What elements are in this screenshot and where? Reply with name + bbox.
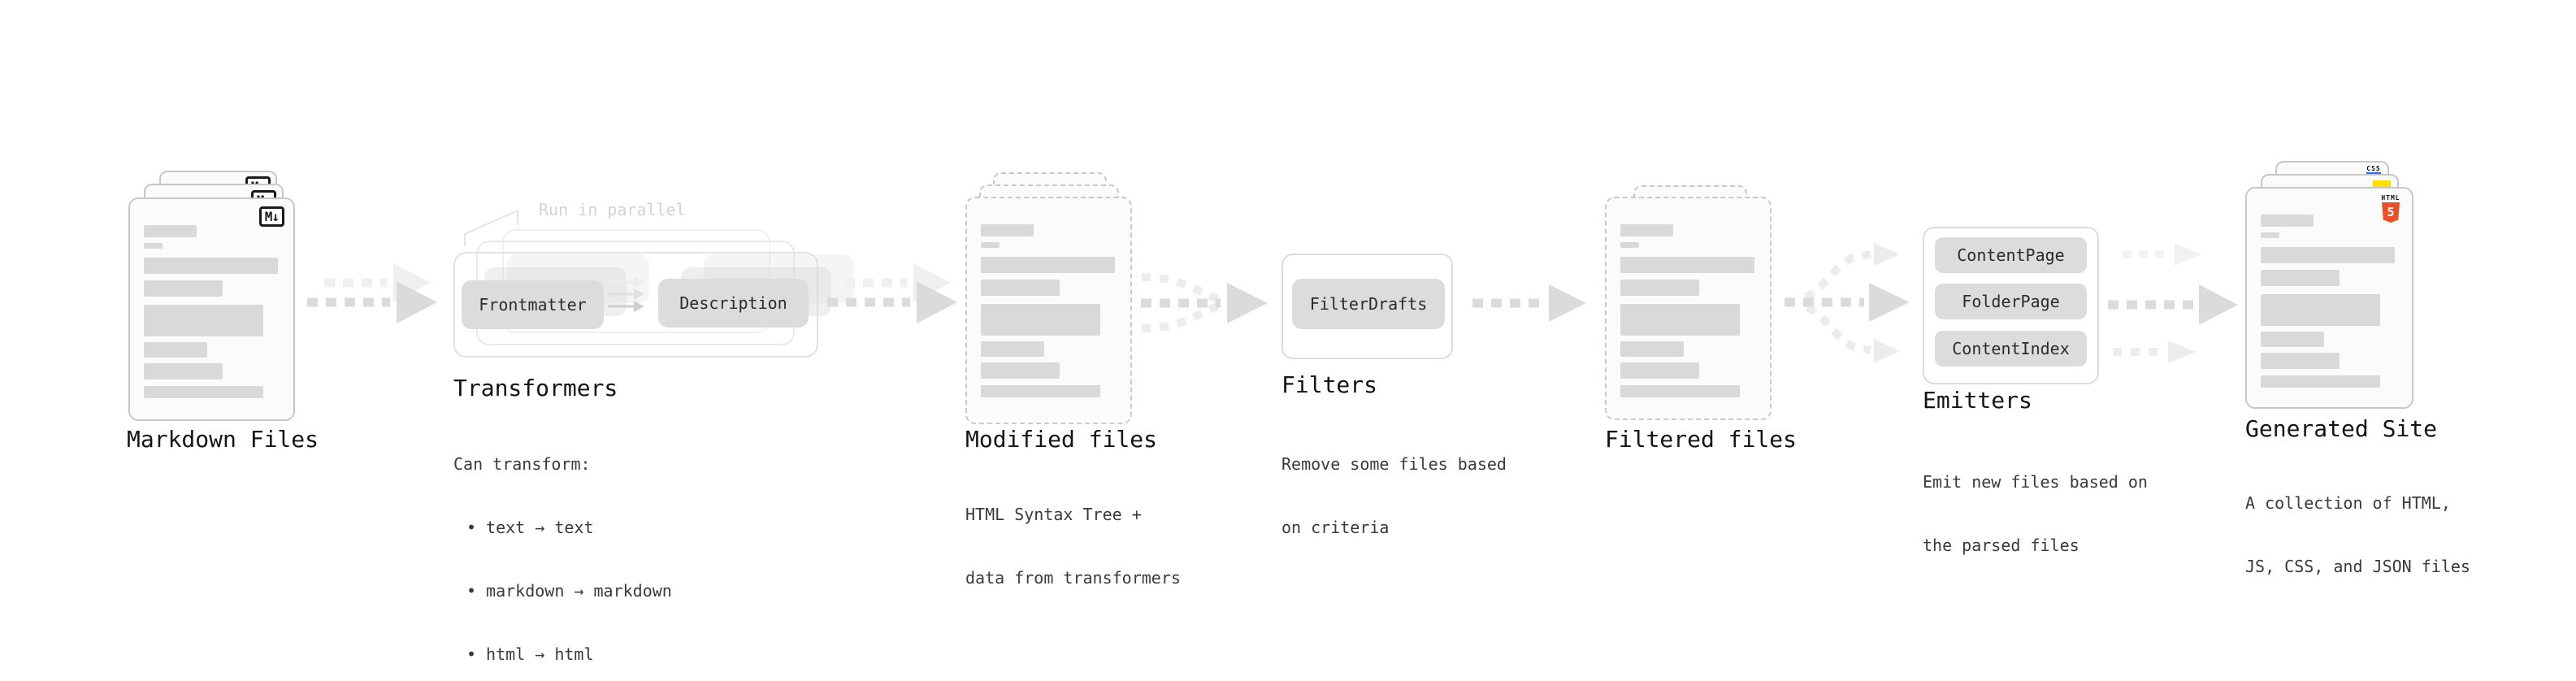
bullet-text: markdown → markdown bbox=[486, 581, 672, 601]
bullet-text: text → text bbox=[486, 518, 594, 537]
text-line-bar bbox=[144, 258, 278, 274]
description-line: HTML Syntax Tree + bbox=[965, 505, 1142, 524]
text-line-bar bbox=[144, 225, 197, 237]
node-description: Description bbox=[658, 279, 809, 327]
stage-title: Modified files bbox=[965, 426, 1158, 453]
bullet-item: • markdown → markdown bbox=[453, 580, 672, 601]
node-folderpage: FolderPage bbox=[1935, 284, 2087, 319]
document-page bbox=[1605, 197, 1772, 420]
run-in-parallel-label: Run in parallel bbox=[539, 200, 686, 219]
stage-description: Can transform: • text → text • markdown … bbox=[453, 411, 672, 681]
html5-icon-shield: 5 bbox=[2382, 202, 2400, 223]
text-line-bar bbox=[2261, 332, 2324, 347]
text-line-bar bbox=[144, 280, 223, 297]
text-line-bar bbox=[981, 304, 1100, 336]
text-line-bar bbox=[1620, 362, 1699, 379]
text-line-bar bbox=[981, 242, 1000, 248]
description-line: the parsed files bbox=[1923, 536, 2079, 555]
text-line-bar bbox=[144, 386, 263, 398]
text-line-bar bbox=[1620, 257, 1754, 273]
stage-description: Emit new files based on the parsed files bbox=[1923, 429, 2148, 598]
arrow-markdown-to-transformers bbox=[307, 263, 437, 323]
text-line-bar bbox=[981, 362, 1060, 379]
stage-title: Filters bbox=[1281, 371, 1378, 398]
text-line-bar bbox=[1620, 304, 1740, 336]
stage-description: A collection of HTML, JS, CSS, and JSON … bbox=[2245, 450, 2470, 619]
text-line-bar bbox=[981, 341, 1044, 357]
document-page: HTML 5 bbox=[2245, 187, 2413, 409]
text-line-bar bbox=[1620, 385, 1740, 397]
html5-icon: HTML 5 bbox=[2380, 194, 2401, 223]
description-line: A collection of HTML, bbox=[2245, 493, 2451, 513]
text-line-bar bbox=[2261, 353, 2340, 369]
text-line-bar bbox=[2261, 232, 2279, 238]
text-line-bar bbox=[1620, 224, 1673, 236]
text-line-bar bbox=[2261, 375, 2380, 388]
markdown-icon: M↓ bbox=[258, 206, 284, 227]
text-line-bar bbox=[2261, 247, 2395, 263]
description-line: on criteria bbox=[1281, 518, 1390, 537]
text-line-bar bbox=[144, 243, 163, 249]
stage-title: Emitters bbox=[1923, 387, 2032, 414]
text-line-bar bbox=[2261, 294, 2380, 326]
text-line-bar bbox=[981, 224, 1034, 236]
stage-title: Transformers bbox=[453, 375, 618, 401]
node-contentindex: ContentIndex bbox=[1935, 331, 2087, 367]
css-icon-label: CSS bbox=[2366, 165, 2381, 172]
stage-description: HTML Syntax Tree + data from transformer… bbox=[965, 462, 1181, 631]
text-line-bar bbox=[2261, 270, 2340, 286]
text-line-bar bbox=[2261, 215, 2314, 227]
bullet-icon: • bbox=[466, 518, 477, 537]
text-line-bar bbox=[144, 305, 263, 336]
html5-icon-label: HTML bbox=[2381, 194, 2400, 202]
bullet-item: • text → text bbox=[453, 517, 672, 538]
js-icon bbox=[2373, 180, 2391, 189]
document-page: M↓ bbox=[128, 197, 295, 421]
arrow-filtered-to-emitters bbox=[1785, 243, 1910, 363]
stage-title: Filtered files bbox=[1605, 426, 1798, 453]
stage-title: Markdown Files bbox=[127, 426, 319, 453]
text-line-bar bbox=[144, 342, 207, 358]
text-line-bar bbox=[981, 257, 1115, 273]
description-line: Remove some files based bbox=[1281, 454, 1507, 474]
text-line-bar bbox=[981, 385, 1100, 397]
arrow-emitters-to-site bbox=[2108, 243, 2238, 363]
text-line-bar bbox=[981, 280, 1060, 296]
text-line-bar bbox=[1620, 280, 1699, 296]
transformer-group-outline bbox=[453, 252, 818, 358]
stage-title: Generated Site bbox=[2245, 415, 2438, 442]
node-filterdrafts: FilterDrafts bbox=[1292, 279, 1445, 329]
bullet-icon: • bbox=[466, 581, 477, 601]
bullet-icon: • bbox=[466, 644, 477, 664]
arrow-filters-to-filtered bbox=[1472, 284, 1586, 322]
description-line: data from transformers bbox=[965, 568, 1181, 588]
document-page bbox=[965, 197, 1132, 424]
node-frontmatter: Frontmatter bbox=[462, 280, 604, 329]
node-contentpage: ContentPage bbox=[1935, 237, 2087, 273]
text-line-bar bbox=[1620, 242, 1639, 248]
bullet-item: • html → html bbox=[453, 644, 672, 665]
bullet-text: html → html bbox=[486, 644, 594, 664]
description-line: Emit new files based on bbox=[1923, 472, 2148, 492]
description-heading: Can transform: bbox=[453, 454, 591, 474]
stage-description: Remove some files based on criteria bbox=[1281, 411, 1507, 580]
text-line-bar bbox=[144, 363, 223, 380]
arrow-modified-to-filters bbox=[1141, 273, 1268, 332]
description-line: JS, CSS, and JSON files bbox=[2245, 557, 2470, 576]
text-line-bar bbox=[1620, 341, 1684, 357]
